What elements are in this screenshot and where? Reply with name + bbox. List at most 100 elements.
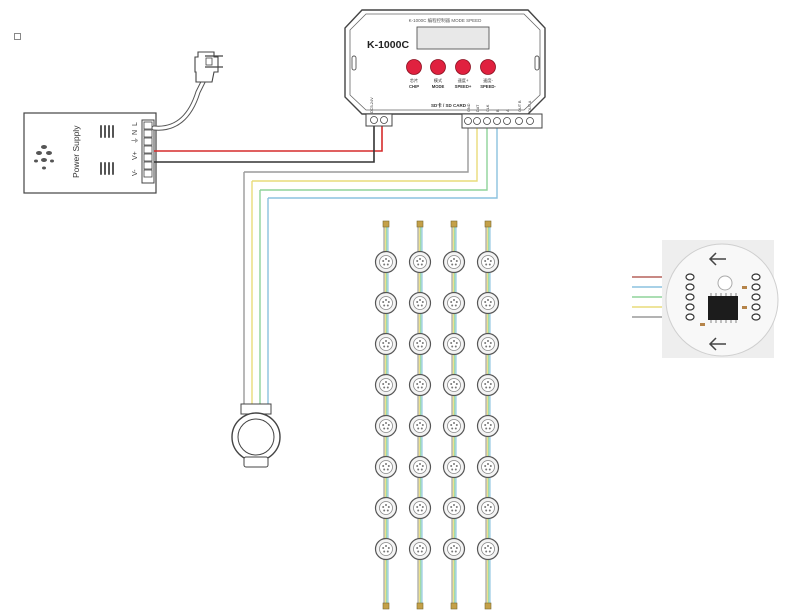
chip-button-label: CHIP	[409, 84, 419, 89]
led-dot	[416, 301, 419, 303]
led-dot	[383, 468, 386, 471]
led-dot	[420, 468, 423, 471]
pixel-strip-3	[442, 220, 466, 610]
led-dot	[416, 424, 419, 426]
pixel-lens	[379, 501, 393, 515]
led-dot	[383, 386, 386, 389]
chip-button[interactable]	[406, 59, 422, 75]
speed-up-label: SPEED+	[455, 84, 472, 89]
led-dot	[454, 263, 457, 266]
power-supply-vents	[100, 125, 114, 175]
pixel-lens	[481, 255, 495, 269]
driver-ic	[708, 296, 738, 320]
led-dot	[383, 345, 386, 348]
led-dot	[382, 547, 385, 549]
led-dot	[419, 340, 421, 342]
led-dot	[455, 301, 458, 303]
led-dot	[382, 424, 385, 426]
led-dot	[385, 545, 387, 547]
led-dot	[386, 263, 389, 266]
pixel-lens	[379, 460, 393, 474]
led-dot	[450, 260, 453, 262]
round-pixel-node	[231, 403, 281, 468]
pixel-lens	[413, 501, 427, 515]
led-dot	[451, 263, 454, 266]
pixel-lens	[481, 296, 495, 310]
led-dot	[451, 427, 454, 430]
led-dot	[387, 547, 390, 549]
led-dot	[387, 506, 390, 508]
terminal-label-vplus: V+	[132, 151, 139, 160]
led-dot	[485, 427, 488, 430]
pixel-lens	[481, 501, 495, 515]
led-dot	[454, 304, 457, 307]
led-dot	[453, 381, 455, 383]
led-dot	[420, 345, 423, 348]
led-dot	[453, 422, 455, 424]
ac-plug	[151, 51, 223, 131]
led-dot	[455, 260, 458, 262]
strip-connector	[382, 220, 390, 228]
led-dot	[484, 424, 487, 426]
controller-header: K-1000C 编程控制器 MODE SPEED	[409, 17, 483, 24]
led-dot	[385, 422, 387, 424]
power-supply-label: Power Supply	[71, 125, 81, 178]
led-dot	[455, 342, 458, 344]
led-dot	[382, 260, 385, 262]
speed-up-button[interactable]	[455, 59, 471, 75]
led-dot	[450, 547, 453, 549]
led-dot	[417, 427, 420, 430]
led-dot	[387, 424, 390, 426]
terminal-gnd-label: GND	[467, 103, 471, 112]
strip-connector	[416, 602, 424, 610]
led-display	[416, 26, 490, 50]
controller: K-1000C 编程控制器 MODE SPEED K-1000C 芯片 CHIP…	[344, 9, 546, 129]
led-dot	[487, 504, 489, 506]
pixel-lens	[447, 460, 461, 474]
mode-button-label: MODE	[432, 84, 445, 89]
pixel-lens	[379, 378, 393, 392]
led-dot	[382, 506, 385, 508]
pixel-lens	[447, 501, 461, 515]
led-dot	[417, 386, 420, 389]
led-dot	[416, 547, 419, 549]
led-dot	[489, 301, 492, 303]
pixel-strip-4	[476, 220, 500, 610]
led-dot	[487, 258, 489, 260]
mode-button[interactable]	[430, 59, 446, 75]
speed-down-label-cn: 速度-	[483, 77, 493, 84]
mount-slot-left	[351, 55, 357, 71]
led-dot	[386, 427, 389, 430]
led-dot	[383, 304, 386, 307]
led-dot	[387, 342, 390, 344]
led-dot	[382, 342, 385, 344]
led-dot	[487, 340, 489, 342]
led-dot	[487, 422, 489, 424]
led-dot	[451, 304, 454, 307]
led-dot	[419, 545, 421, 547]
wires	[154, 124, 690, 408]
led-dot	[385, 504, 387, 506]
led-dot	[453, 258, 455, 260]
led-dot	[489, 424, 492, 426]
pixel-lens	[447, 296, 461, 310]
led-dot	[383, 263, 386, 266]
speed-down-button[interactable]	[480, 59, 496, 75]
led-dot	[421, 301, 424, 303]
pixel-lens	[481, 542, 495, 556]
arrow-left-icon	[708, 252, 726, 266]
led-dot	[455, 424, 458, 426]
led-dot	[488, 427, 491, 430]
led-dot	[416, 342, 419, 344]
led-dot	[420, 304, 423, 307]
led-dot	[421, 506, 424, 508]
led-dot	[421, 424, 424, 426]
led-dot	[453, 463, 455, 465]
led-dot	[421, 342, 424, 344]
led-dot	[489, 465, 492, 467]
led-dot	[450, 465, 453, 467]
led-dot	[385, 463, 387, 465]
led-dot	[484, 301, 487, 303]
wire-yellow-dat	[252, 128, 478, 182]
led-dot	[385, 258, 387, 260]
